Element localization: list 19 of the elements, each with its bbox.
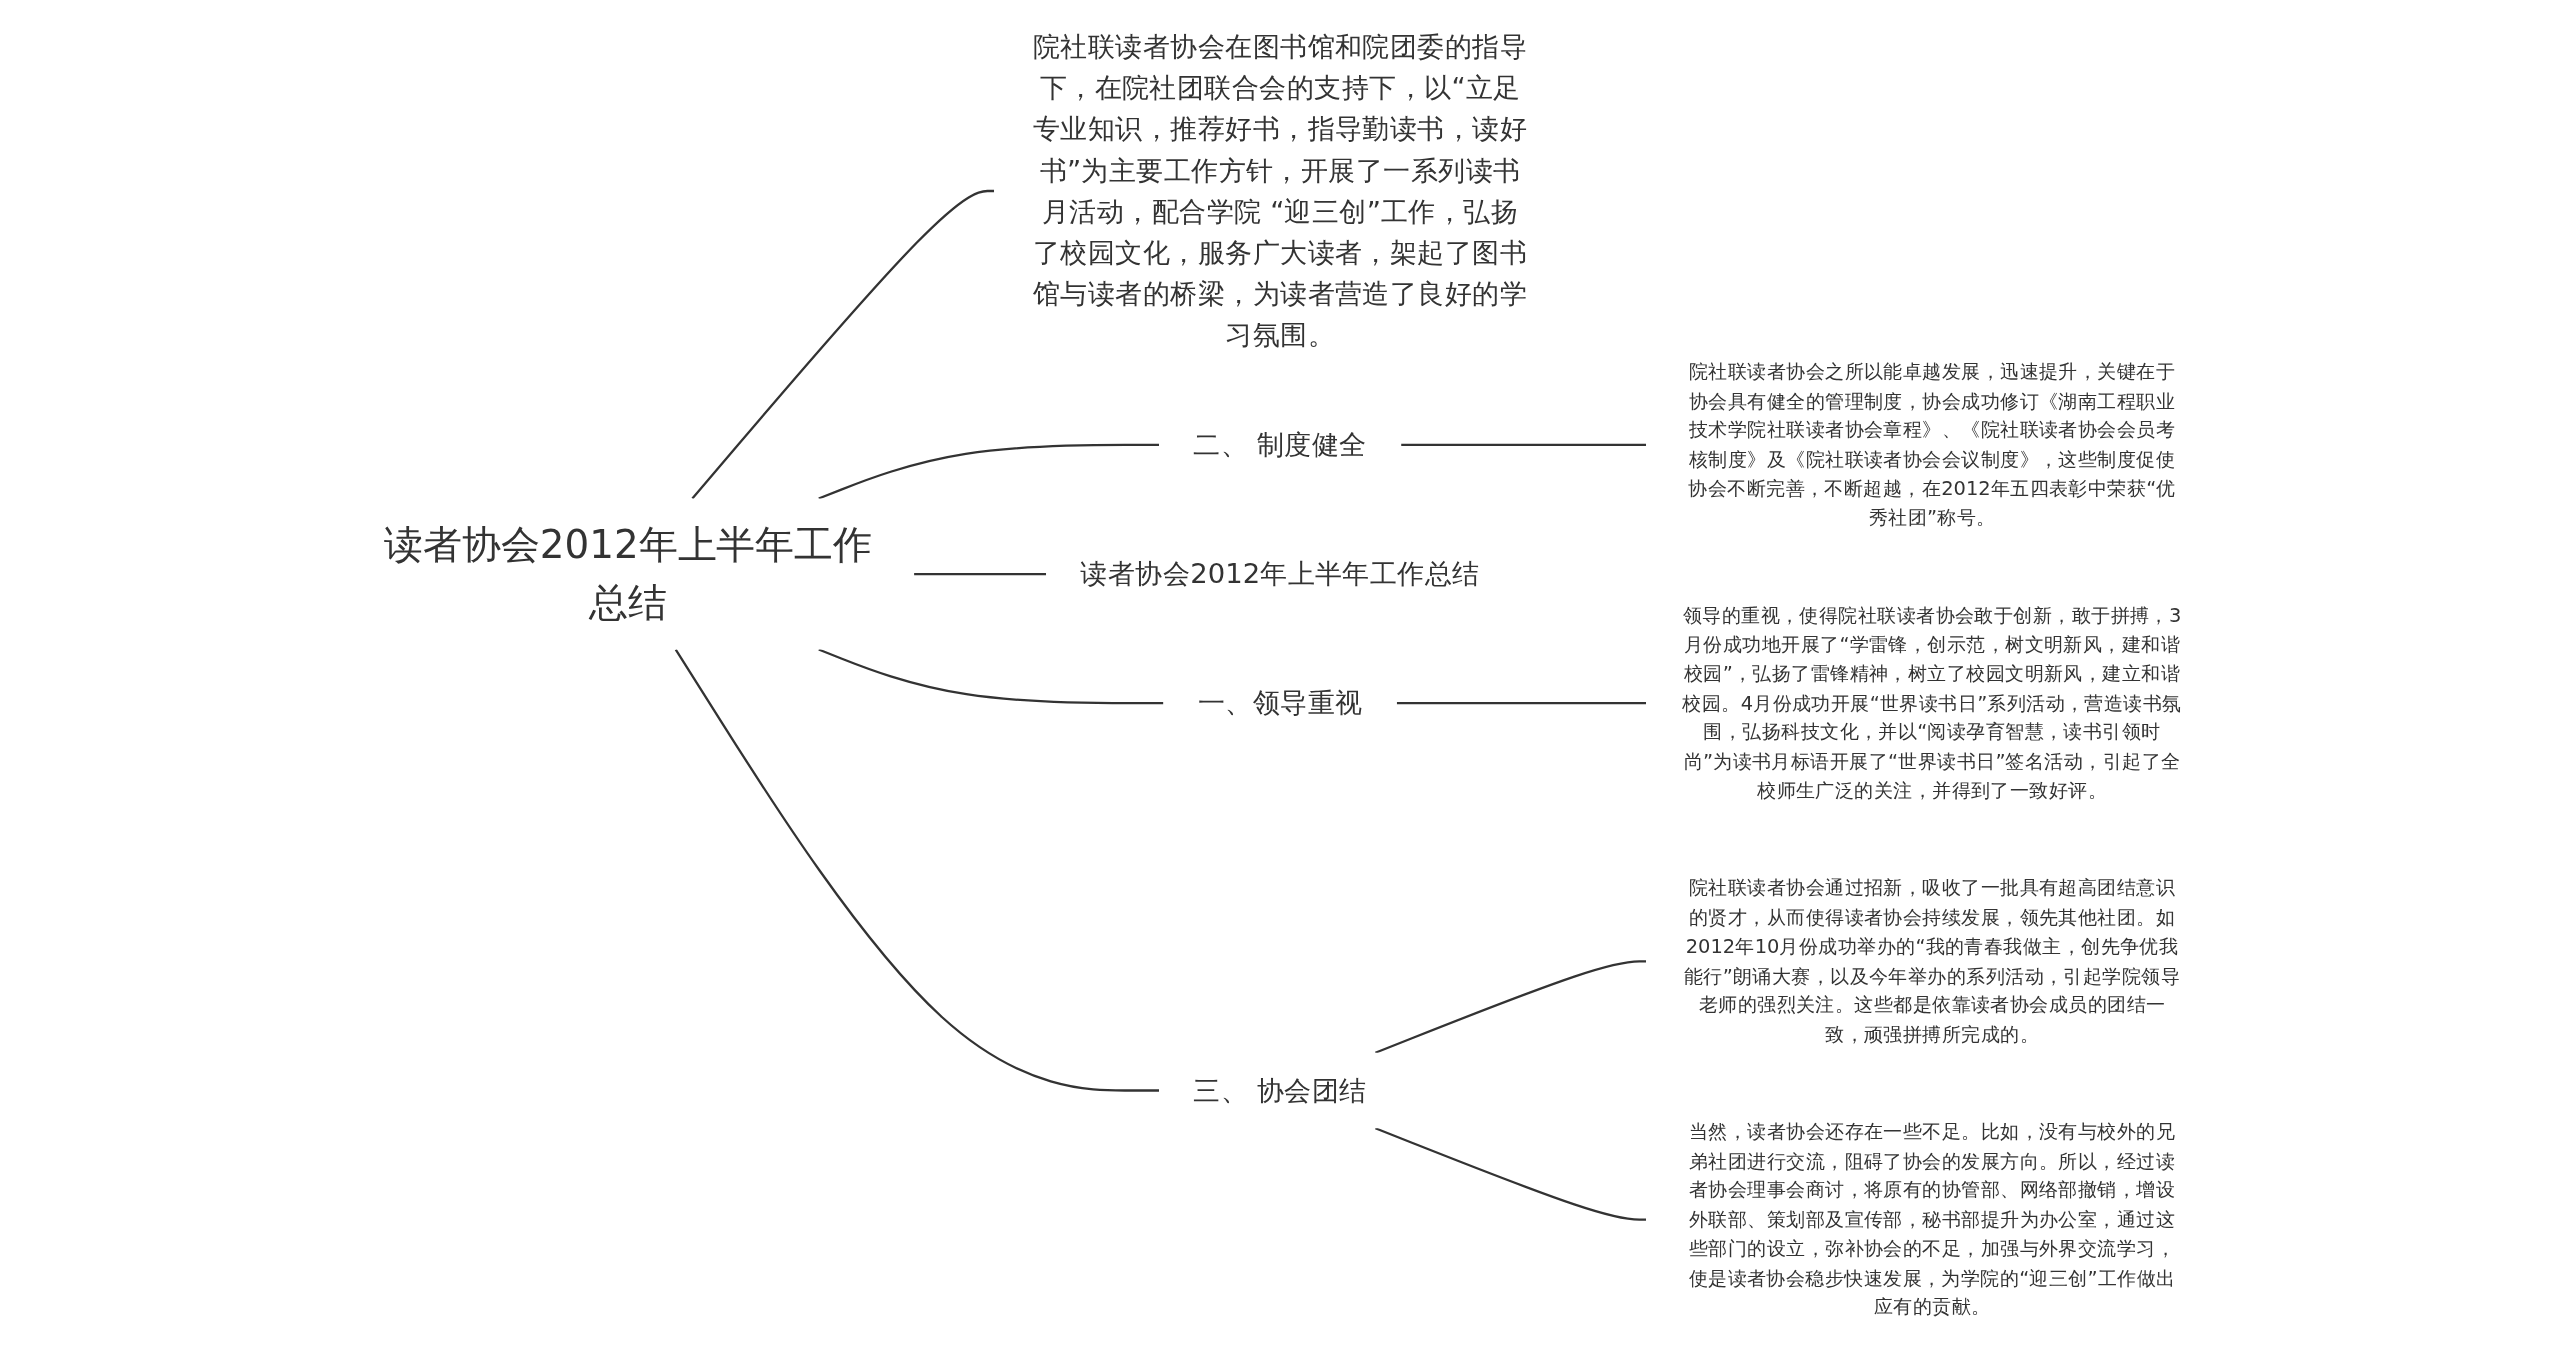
connector [1396,702,1646,705]
node-text: 领导的重视，使得院社联读者协会敢于创新，敢于拼搏，3月份成功地开展了“学雷锋，创示范，树文明新风，建和谐校园”，弘扬了雷锋精神，树立了校园文明新风，建立和谐校园。4月份成功开展“世界读书日”系列活动，营造读书氛围，弘扬科技文化，并以“阅读孕育智慧，读书引领时尚”为读书月标语开展了“世界读书日”签名活动，引起了全校师生广泛的关注，并得到了一致好评。 [1682,603,2182,802]
node-text: 一、领导重视 [1197,687,1363,720]
node-text: 读者协会2012年上半年工作总结 [1080,558,1480,591]
node-text: 三、 协会团结 [1193,1074,1367,1107]
connector [913,572,1047,576]
connector [691,189,995,500]
connector [1374,1127,1646,1221]
connector [818,648,1164,705]
node-text: 二、 制度健全 [1193,428,1367,461]
node-text: 院社联读者协会在图书馆和院团委的指导下，在院社团联合会的支持下，以“立足专业知识，推荐好书，指导勤读书，读好书”为主要工作方针，开展了一系列读书月活动，配合学院 “迎三创”工作，弘扬了校园文化，服务广大读者，架起了图书馆与读者的桥梁，为读者营造了良好的学习氛围。 [1032,30,1528,352]
node-text: 读者协会2012年上半年工作总结 [384,521,872,626]
connector [818,443,1159,500]
node-text: 院社联读者协会之所以能卓越发展，迅速提升，关键在于协会具有健全的管理制度，协会成功修订《湖南工程职业技术学院社联读者协会章程》、《院社联读者协会会员考核制度》及《院社联读者协会会议制度》，这些制度促使协会不断完善，不断超越，在2012年五四表彰中荣获“优秀社团”称号。 [1688,359,2176,529]
connector [674,648,1159,1092]
connector [1374,960,1646,1054]
connector [1401,443,1646,447]
node-text: 院社联读者协会通过招新，吸收了一批具有超高团结意识的贤才，从而使得读者协会持续发展，领先其他社团。如2012年10月份成功举办的“我的青春我做主，创先争优我能行”朗诵大赛，以及今年举办的系列活动，引起学院领导老师的强烈关注。这些都是依靠读者协会成员的团结一致，顽强拼搏所完成的。 [1683,876,2181,1045]
node-text: 当然，读者协会还存在一些不足。比如，没有与校外的兄弟社团进行交流，阻碍了协会的发展方向。所以，经过读者协会理事会商讨，将原有的协管部、网络部撤销，增设外联部、策划部及宣传部，秘书部提升为办公室，通过这些部门的设立，弥补协会的不足，加强与外界交流学习，使是读者协会稳步快速发展，为学院的“迎三创”工作做出应有的贡献。 [1688,1119,2176,1318]
